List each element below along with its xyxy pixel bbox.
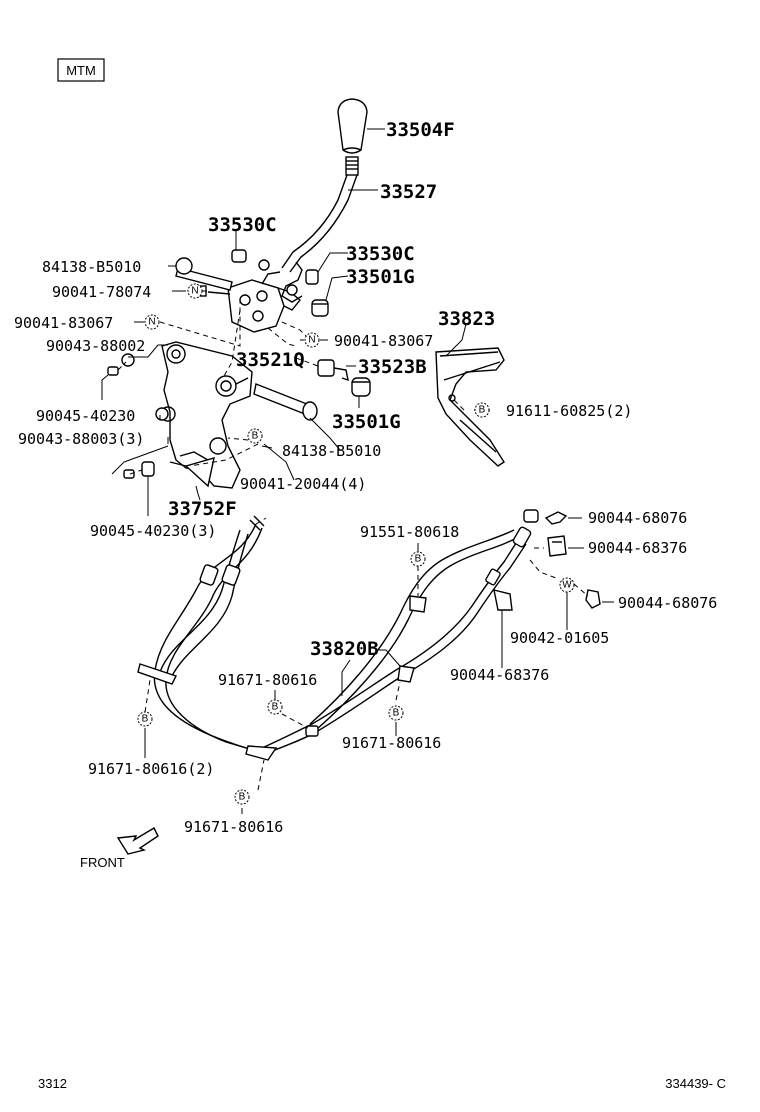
bushing-33523b xyxy=(317,359,349,382)
svg-text:B: B xyxy=(415,554,422,565)
label-33820b: 33820B xyxy=(310,638,379,660)
symbol-n-3: N xyxy=(304,332,320,348)
label-90041-78074: 90041-78074 xyxy=(52,283,151,301)
label-90041-20044: 90041-20044(4) xyxy=(240,475,366,493)
symbol-b-6: B xyxy=(137,711,153,727)
bracket-33823 xyxy=(435,347,505,467)
label-84138-b5010-lower: 84138-B5010 xyxy=(282,442,381,460)
shift-cable-33820b xyxy=(137,509,539,761)
label-84138-b5010-upper: 84138-B5010 xyxy=(42,258,141,276)
label-91551-80618: 91551-80618 xyxy=(360,523,459,541)
symbol-b-5: B xyxy=(388,705,404,721)
leader-lines xyxy=(101,128,614,814)
svg-text:W: W xyxy=(562,580,572,591)
label-90041-83067-left: 90041-83067 xyxy=(14,314,113,332)
svg-text:B: B xyxy=(272,702,279,713)
symbol-n-2: N xyxy=(144,314,160,330)
svg-text:B: B xyxy=(252,431,259,442)
label-33521q: 33521Q xyxy=(236,349,305,371)
mtm-tag: MTM xyxy=(57,58,105,82)
label-90044-68376-lower: 90044-68376 xyxy=(450,666,549,684)
front-label: FRONT xyxy=(80,855,125,870)
label-90045-40230-3: 90045-40230(3) xyxy=(90,522,216,540)
bushing-33501g-upper xyxy=(311,299,329,317)
shift-lever-rod xyxy=(281,174,358,273)
label-91671-80616-2: 91671-80616(2) xyxy=(88,760,214,778)
label-33530c-upper: 33530C xyxy=(208,214,277,236)
label-91671-80616-c: 91671-80616 xyxy=(184,818,283,836)
label-90044-68076-lower: 90044-68076 xyxy=(618,594,717,612)
front-arrow-icon xyxy=(116,827,159,855)
label-33501g-upper: 33501G xyxy=(346,266,415,288)
label-33523b: 33523B xyxy=(358,356,427,378)
symbol-b-3: B xyxy=(410,551,426,567)
label-33501g-lower: 33501G xyxy=(332,411,401,433)
label-90042-01605: 90042-01605 xyxy=(510,629,609,647)
clip-90044-68376-lower xyxy=(493,589,513,611)
bushing-33530c-upper xyxy=(231,249,270,271)
label-90043-88003: 90043-88003(3) xyxy=(18,430,144,448)
footer-page-number: 3312 xyxy=(38,1076,67,1091)
label-90044-68376-upper: 90044-68376 xyxy=(588,539,687,557)
label-90043-88002: 90043-88002 xyxy=(46,337,145,355)
label-90041-83067-right: 90041-83067 xyxy=(334,332,433,350)
label-91671-80616-a: 91671-80616 xyxy=(218,671,317,689)
svg-text:B: B xyxy=(479,405,486,416)
svg-text:N: N xyxy=(148,317,155,328)
label-91671-80616-b: 91671-80616 xyxy=(342,734,441,752)
svg-text:B: B xyxy=(239,792,246,803)
label-33504f: 33504F xyxy=(386,119,455,141)
label-91611-60825: 91611-60825(2) xyxy=(506,402,632,420)
label-90044-68076-upper: 90044-68076 xyxy=(588,509,687,527)
clip-90044-68076-upper xyxy=(544,511,568,525)
symbol-b-2: B xyxy=(247,428,263,444)
svg-text:B: B xyxy=(393,708,400,719)
shift-knob xyxy=(337,98,368,176)
symbol-n-1: N xyxy=(187,283,203,299)
symbol-w-1: W xyxy=(559,577,575,593)
bracket-33521q xyxy=(160,341,253,489)
bushing-33530c-right xyxy=(281,261,319,303)
label-33752f: 33752F xyxy=(168,498,237,520)
pin-84138-upper xyxy=(175,257,233,291)
footer-diagram-id: 334439- C xyxy=(665,1076,726,1091)
symbol-b-7: B xyxy=(234,789,250,805)
clip-90044-68076-lower xyxy=(585,589,601,609)
shift-lever-base xyxy=(227,271,301,333)
mtm-tag-text: MTM xyxy=(66,63,96,78)
clip-90044-68376-upper xyxy=(547,535,567,557)
svg-text:N: N xyxy=(308,335,315,346)
svg-text:N: N xyxy=(191,286,198,297)
symbol-b-4: B xyxy=(267,699,283,715)
bushing-33501g-lower xyxy=(351,377,371,397)
label-90045-40230: 90045-40230 xyxy=(36,407,135,425)
svg-text:B: B xyxy=(142,714,149,725)
symbol-b-1: B xyxy=(474,402,490,418)
label-33530c-right: 33530C xyxy=(346,243,415,265)
label-33823: 33823 xyxy=(438,308,495,330)
bracket-33752f xyxy=(169,457,215,488)
pin-84138-lower xyxy=(253,383,318,421)
label-33527: 33527 xyxy=(380,181,437,203)
